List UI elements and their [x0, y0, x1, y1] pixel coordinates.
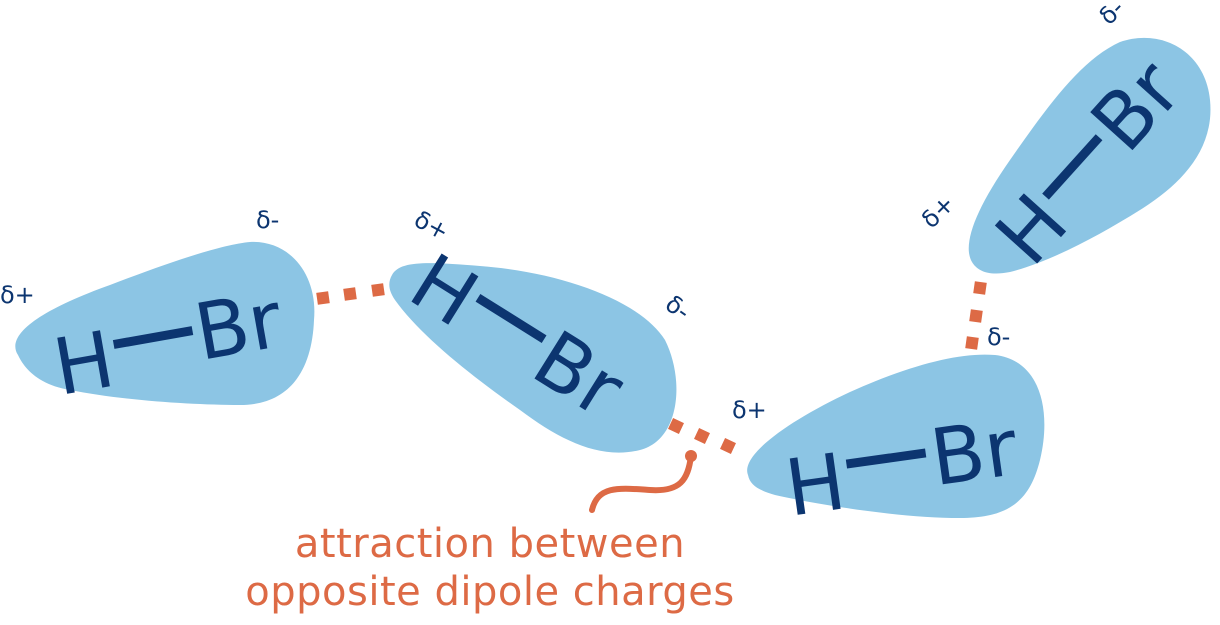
molecule-1-br: Br [188, 275, 289, 379]
molecule-3-blob [747, 354, 1045, 518]
molecule-4-blob [968, 37, 1211, 274]
molecule-2-blob [389, 263, 677, 453]
attraction-dots-3 [965, 281, 987, 350]
molecule-3-br: Br [925, 403, 1023, 504]
molecule-2-partial-negative: δ- [660, 290, 695, 326]
molecule-3-partial-positive: δ+ [732, 396, 767, 424]
molecule-1-partial-negative: δ- [256, 206, 279, 234]
molecule-1-partial-positive: δ+ [0, 281, 35, 309]
pointer-line [589, 450, 697, 513]
molecule-4-bond [1042, 134, 1103, 200]
molecule-1: H Br δ+ δ- [0, 206, 315, 414]
caption-line-2: opposite dipole charges [245, 569, 735, 615]
attraction-dots-1 [316, 283, 385, 305]
molecule-3-h: H [780, 437, 851, 534]
molecule-4: H Br δ+ δ- [916, 0, 1211, 282]
attraction-caption: attraction between opposite dipole charg… [230, 520, 750, 616]
molecule-3-partial-negative: δ- [987, 323, 1010, 351]
molecule-2: H Br δ+ δ- [389, 205, 695, 453]
molecule-1-blob [15, 241, 315, 405]
molecule-3-bond [845, 448, 927, 469]
molecule-3: H Br δ+ δ- [732, 323, 1045, 535]
molecule-4-partial-positive: δ+ [916, 190, 960, 234]
molecule-2-bond [475, 293, 547, 343]
caption-line-1: attraction between [294, 521, 686, 567]
attraction-dots-2 [668, 418, 736, 454]
molecule-1-bond [112, 326, 194, 349]
molecule-4-partial-negative: δ- [1094, 0, 1130, 30]
